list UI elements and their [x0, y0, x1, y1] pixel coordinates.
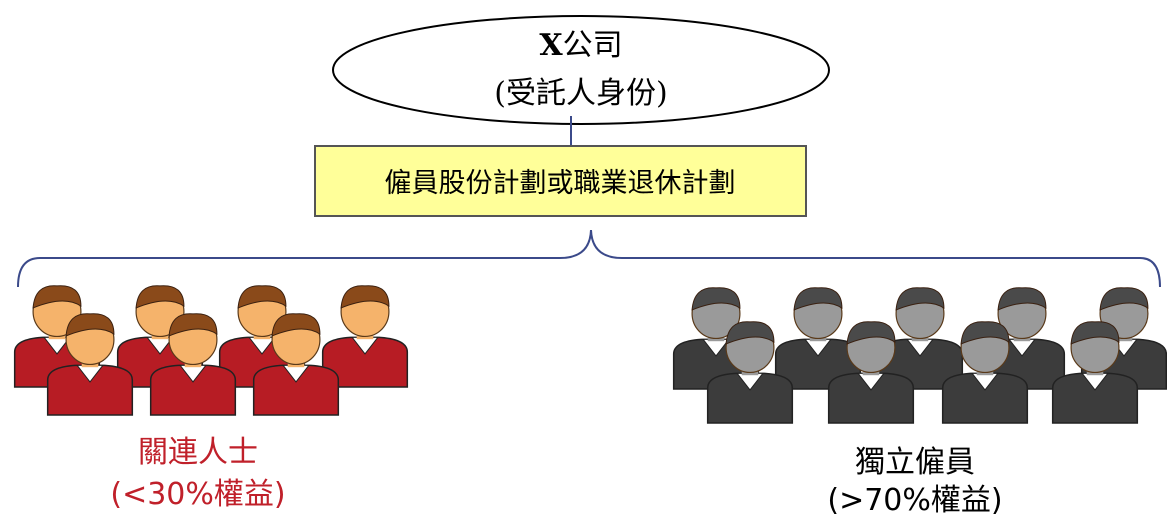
group-brace: [17, 229, 1161, 288]
trustee-company-node: X公司 (受託人身份): [332, 15, 830, 125]
person-group-grey-icon: [706, 321, 794, 424]
plan-box: [314, 145, 807, 217]
person-group-grey-icon: [941, 321, 1029, 424]
related-persons-share: (<30%權益): [110, 477, 285, 512]
related-persons-group: [13, 285, 409, 416]
company-name-rest: 公司: [563, 28, 623, 63]
independent-employees-share: (>70%權益): [827, 483, 1002, 518]
person-group-red-icon: [149, 313, 237, 416]
plan-node: 僱員股份計劃或職業退休計劃: [314, 145, 807, 217]
independent-employees-group: [672, 287, 1167, 424]
person-group-red-icon: [321, 285, 409, 388]
independent-employees-label: 獨立僱員: [855, 445, 975, 480]
trustee-company-name: X公司: [539, 28, 622, 63]
person-group-red-icon: [46, 313, 134, 416]
person-group-grey-icon: [827, 321, 915, 424]
trustee-company-role: (受託人身份): [494, 76, 667, 111]
person-group-red-icon: [252, 313, 340, 416]
person-group-grey-icon: [1051, 321, 1139, 424]
plan-label: 僱員股份計劃或職業退休計劃: [385, 168, 736, 199]
related-persons-label: 關連人士: [138, 435, 258, 470]
trustee-company-ellipse: [332, 15, 830, 125]
company-name-bold: X: [539, 28, 563, 63]
